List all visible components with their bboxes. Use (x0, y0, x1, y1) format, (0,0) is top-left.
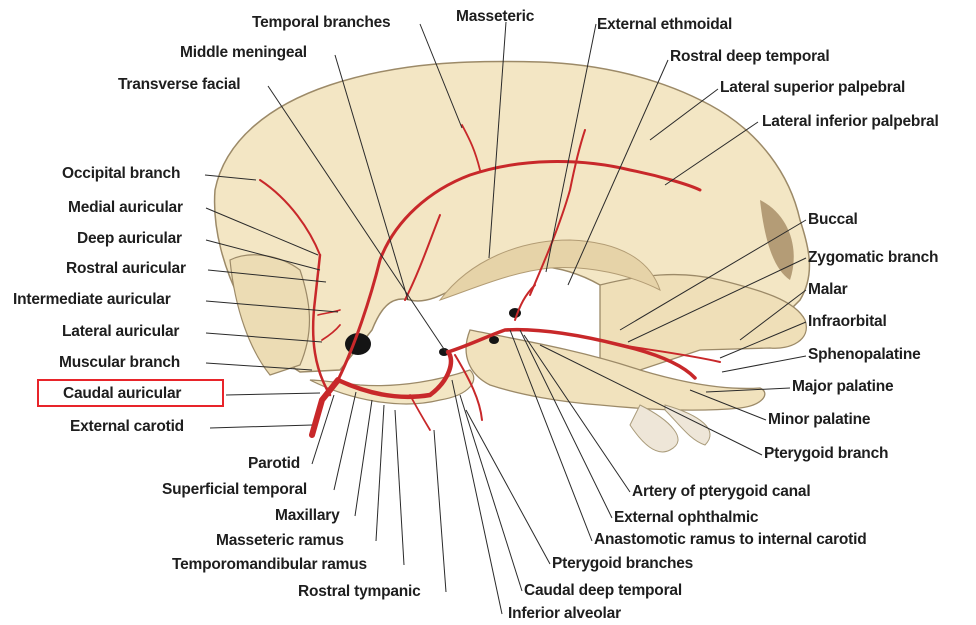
label-external-carotid: External carotid (70, 418, 184, 436)
label-artery-of-pterygoid-canal: Artery of pterygoid canal (632, 483, 810, 501)
label-malar: Malar (808, 281, 848, 299)
label-caudal-auricular: Caudal auricular (63, 385, 181, 403)
label-buccal: Buccal (808, 211, 858, 229)
label-lateral-inferior-palpebral: Lateral inferior palpebral (762, 113, 939, 131)
label-rostral-tympanic: Rostral tympanic (298, 583, 421, 601)
occipital-region (230, 255, 309, 375)
label-pterygoid-branches: Pterygoid branches (552, 555, 693, 573)
label-medial-auricular: Medial auricular (68, 199, 183, 217)
label-caudal-deep-temporal: Caudal deep temporal (524, 582, 682, 600)
label-rostral-deep-temporal: Rostral deep temporal (670, 48, 829, 66)
label-inferior-alveolar: Inferior alveolar (508, 605, 621, 623)
label-rostral-auricular: Rostral auricular (66, 260, 186, 278)
label-external-ethmoidal: External ethmoidal (597, 16, 732, 34)
label-infraorbital: Infraorbital (808, 313, 887, 331)
label-anastomotic-ramus: Anastomotic ramus to internal carotid (594, 531, 867, 549)
label-superficial-temporal: Superficial temporal (162, 481, 307, 499)
label-pterygoid-branch: Pterygoid branch (764, 445, 888, 463)
label-deep-auricular: Deep auricular (77, 230, 182, 248)
label-temporal-branches: Temporal branches (252, 14, 390, 32)
label-masseteric: Masseteric (456, 8, 534, 26)
label-intermediate-auricular: Intermediate auricular (13, 291, 171, 309)
label-parotid: Parotid (248, 455, 300, 473)
label-maxillary: Maxillary (275, 507, 340, 525)
label-masseteric-ramus: Masseteric ramus (216, 532, 344, 550)
label-minor-palatine: Minor palatine (768, 411, 870, 429)
label-major-palatine: Major palatine (792, 378, 893, 396)
label-muscular-branch: Muscular branch (59, 354, 180, 372)
label-lateral-auricular: Lateral auricular (62, 323, 179, 341)
label-transverse-facial: Transverse facial (118, 76, 240, 94)
label-temporomandibular-ramus: Temporomandibular ramus (172, 556, 367, 574)
label-external-ophthalmic: External ophthalmic (614, 509, 758, 527)
label-sphenopalatine: Sphenopalatine (808, 346, 921, 364)
label-occipital-branch: Occipital branch (62, 165, 180, 183)
label-zygomatic-branch: Zygomatic branch (808, 249, 938, 267)
label-lateral-superior-palpebral: Lateral superior palpebral (720, 79, 905, 97)
label-middle-meningeal: Middle meningeal (180, 44, 307, 62)
